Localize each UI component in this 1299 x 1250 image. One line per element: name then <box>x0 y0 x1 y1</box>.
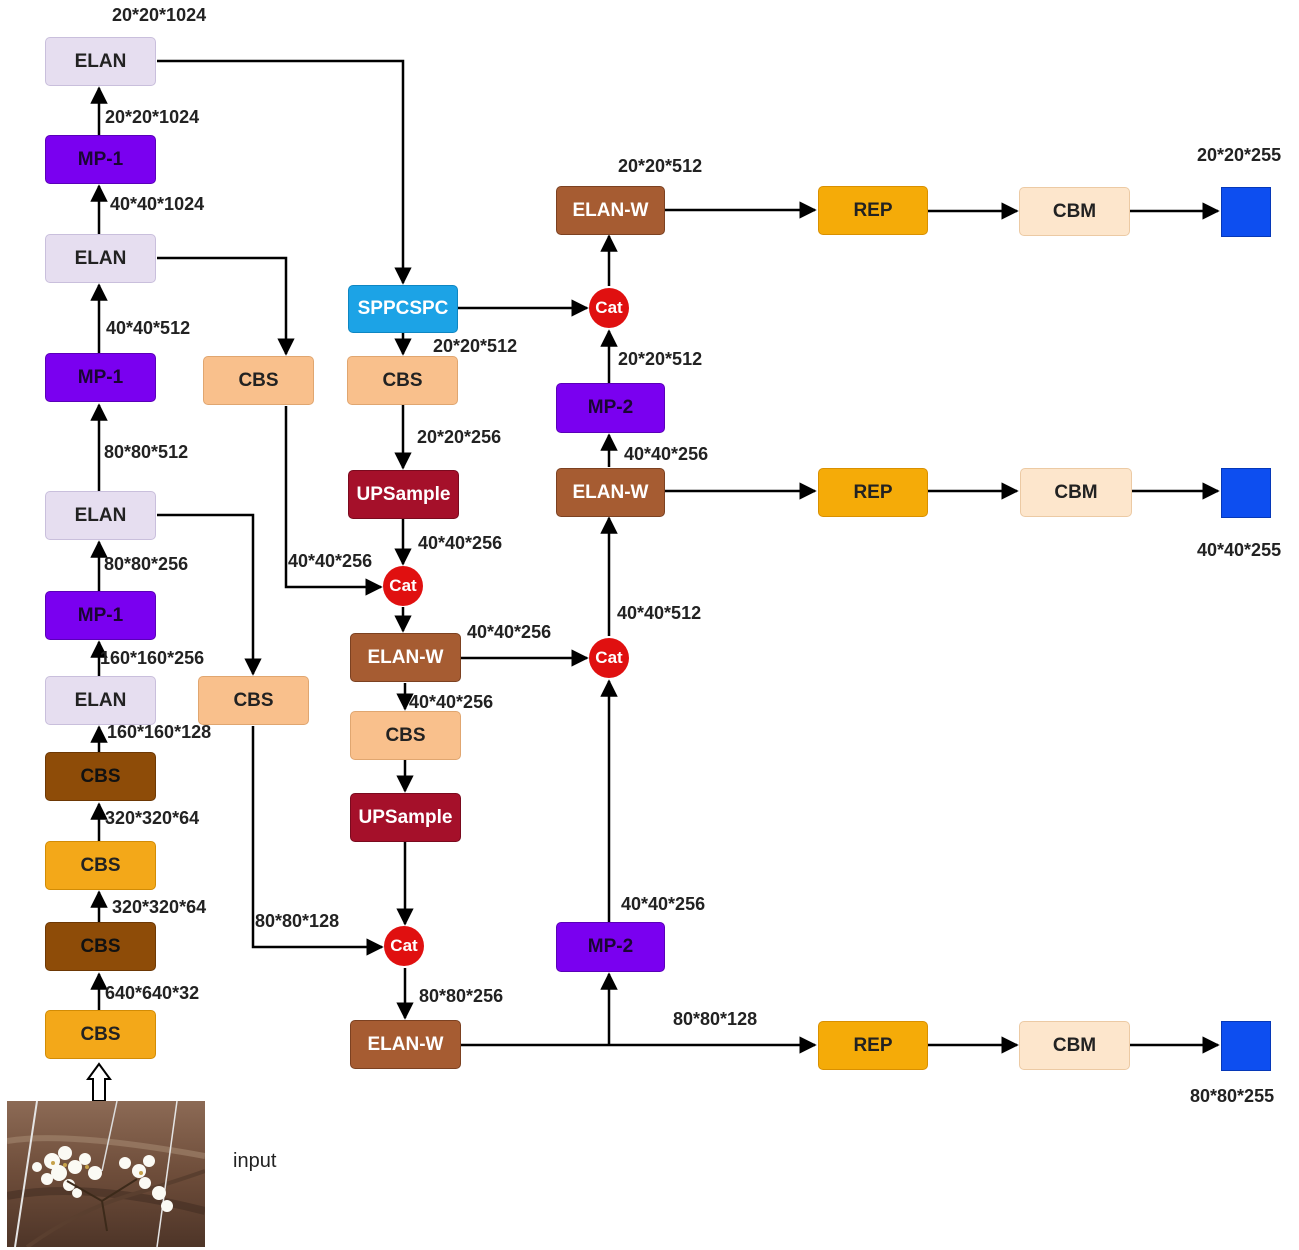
dim-label: 40*40*256 <box>418 533 503 553</box>
arrow-cbs-cat2 <box>251 726 384 956</box>
cat-node-top: Cat <box>589 288 629 328</box>
dim-label: 80*80*256 <box>104 554 189 574</box>
cbm-block-2: CBM <box>1020 468 1132 517</box>
dim-label: 320*320*64 <box>112 897 207 917</box>
dim-label: 160*160*128 <box>107 722 212 742</box>
rep-block-3: REP <box>818 1021 928 1070</box>
dim-label: 40*40*512 <box>617 603 702 623</box>
dim-label: 40*40*256 <box>624 444 709 464</box>
mp1-block-1: MP-1 <box>45 591 156 640</box>
upsample-block-2: UPSample <box>350 793 461 842</box>
output-square-1 <box>1221 187 1271 237</box>
rep-block-1: REP <box>818 186 928 235</box>
cat-node-mid: Cat <box>589 638 629 678</box>
dim-label: 80*80*128 <box>673 1009 758 1029</box>
dim-label: 40*40*1024 <box>110 194 205 214</box>
cat-node-2: Cat <box>384 926 424 966</box>
dim-label: 20*20*1024 <box>105 107 200 127</box>
elan-block-2: ELAN <box>45 491 156 540</box>
dim-label: 320*320*64 <box>105 808 200 828</box>
input-arrow <box>86 1062 112 1102</box>
cbm-block-3: CBM <box>1019 1021 1130 1070</box>
dim-label: 20*20*512 <box>618 156 703 176</box>
mp2-block-bottom: MP-2 <box>556 922 665 972</box>
elan-block-1: ELAN <box>45 676 156 725</box>
cbs-lateral-bottom: CBS <box>198 676 309 725</box>
cbm-block-1: CBM <box>1019 187 1130 236</box>
dim-label: 20*20*256 <box>417 427 502 447</box>
elan-block-4: ELAN <box>45 37 156 86</box>
cat-node-1: Cat <box>383 566 423 606</box>
dim-label: 40*40*512 <box>106 318 191 338</box>
arrow-cbs-cat1 <box>284 406 383 596</box>
cbs-block-0: CBS <box>45 1010 156 1059</box>
rep-block-2: REP <box>818 468 928 517</box>
output-label-2: 40*40*255 <box>1197 540 1282 560</box>
elanw-block-top: ELAN-W <box>556 186 665 235</box>
dim-label: 20*20*512 <box>433 336 518 356</box>
output-square-2 <box>1221 468 1271 518</box>
cbs-block-3: CBS <box>45 752 156 801</box>
upsample-block-1: UPSample <box>348 470 459 519</box>
dim-label: 80*80*512 <box>104 442 189 462</box>
output-label-1: 20*20*255 <box>1197 145 1282 165</box>
arrow-elan2-cbs <box>157 513 262 676</box>
output-label-3: 80*80*255 <box>1190 1086 1275 1106</box>
dim-label: 40*40*256 <box>288 551 373 571</box>
dim-label: 20*20*1024 <box>112 5 207 25</box>
dim-label: 160*160*256 <box>100 648 205 668</box>
output-square-3 <box>1221 1021 1271 1071</box>
input-label: input <box>233 1150 277 1172</box>
arrow-elan3-cbs <box>157 256 295 356</box>
dim-label: 640*640*32 <box>105 983 200 1003</box>
elan-block-3: ELAN <box>45 234 156 283</box>
input-image <box>7 1101 205 1247</box>
mp2-block-top: MP-2 <box>556 383 665 433</box>
cbs-neck-2: CBS <box>350 711 461 760</box>
cbs-neck-1: CBS <box>347 356 458 405</box>
dim-label: 20*20*512 <box>618 349 703 369</box>
sppcspc-block: SPPCSPC <box>348 285 458 333</box>
dim-label: 40*40*256 <box>409 692 494 712</box>
mp1-block-3: MP-1 <box>45 135 156 184</box>
elanw-block-mid: ELAN-W <box>556 468 665 517</box>
cbs-block-1: CBS <box>45 922 156 971</box>
dim-label: 80*80*128 <box>255 911 340 931</box>
cbs-block-2: CBS <box>45 841 156 890</box>
dim-label: 40*40*256 <box>467 622 552 642</box>
elanw-block-1: ELAN-W <box>350 633 461 682</box>
cbs-lateral-top: CBS <box>203 356 314 405</box>
arrow-elan4-sppcspc <box>157 59 412 285</box>
dim-label: 40*40*256 <box>621 894 706 914</box>
dim-label: 80*80*256 <box>419 986 504 1006</box>
elanw-block-2: ELAN-W <box>350 1020 461 1069</box>
mp1-block-2: MP-1 <box>45 353 156 402</box>
